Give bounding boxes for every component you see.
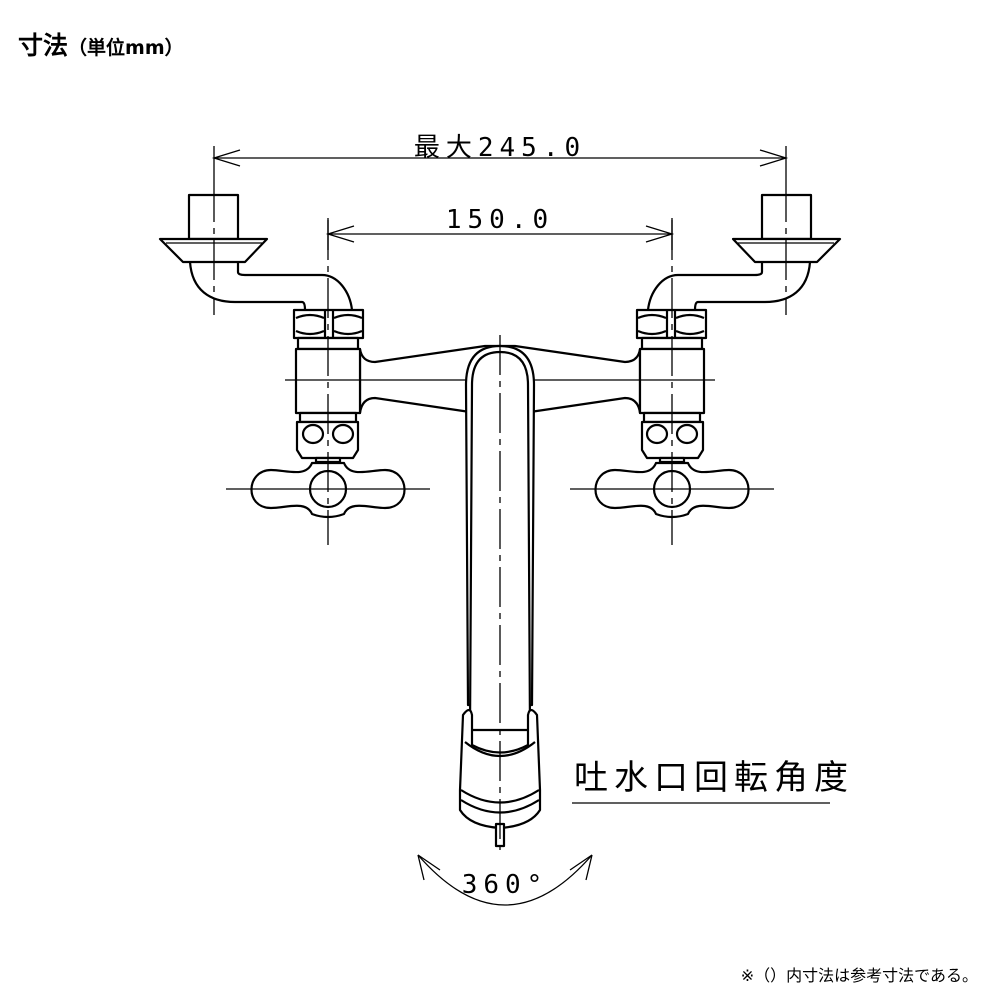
unit-label: （単位mm） xyxy=(68,37,184,59)
dimension-max-width: 最大245.0 xyxy=(211,133,789,182)
page-title: 寸法（単位mm） xyxy=(18,26,184,62)
title-text: 寸法 xyxy=(18,31,69,60)
max-width-label: 最大245.0 xyxy=(414,133,586,163)
center-distance-label: 150.0 xyxy=(446,205,554,235)
rotation-angle: 360° xyxy=(462,870,549,900)
left-valve-assembly xyxy=(158,180,502,547)
right-valve-assembly xyxy=(498,180,842,547)
footnote: ※（）内寸法は参考寸法である。 xyxy=(740,966,978,985)
rotation-indicator: 360° xyxy=(417,854,593,906)
spout xyxy=(458,335,542,850)
spout-rotation-label: 吐水口回転角度 xyxy=(574,758,854,798)
dimension-center-distance: 150.0 xyxy=(325,205,675,250)
